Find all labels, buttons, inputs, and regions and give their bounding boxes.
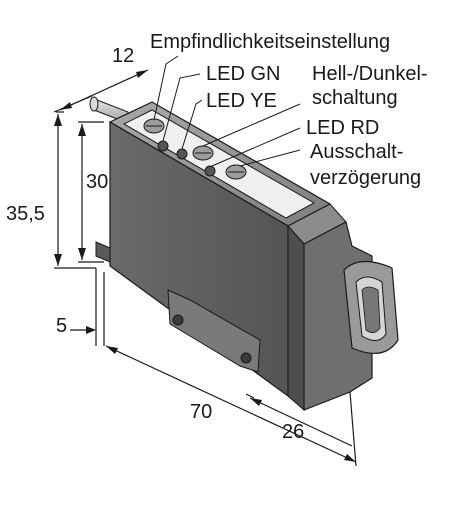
label-light-dark-1: Hell-/Dunkel- — [312, 63, 428, 85]
dim-5: 5 — [56, 315, 67, 337]
dim-12: 12 — [112, 45, 134, 67]
led-yellow — [176, 148, 188, 160]
label-led-rd: LED RD — [306, 117, 379, 139]
callout-labels: Empfindlichkeitseinstellung LED GN LED Y… — [150, 31, 428, 189]
mounting-hole-front — [172, 314, 184, 326]
dim-26: 26 — [282, 421, 304, 443]
dim-70: 70 — [190, 401, 212, 423]
led-green — [157, 140, 169, 152]
label-light-dark-2: schaltung — [312, 87, 398, 109]
label-off-delay-1: Ausschalt- — [310, 141, 403, 163]
control-panel — [122, 109, 316, 219]
dim-35-5: 35,5 — [6, 203, 45, 225]
label-off-delay-2: verzögerung — [310, 167, 421, 189]
mounting-foot — [167, 289, 261, 373]
housing-head-front — [287, 224, 305, 412]
callout-leaders — [153, 55, 301, 167]
label-led-gn: LED GN — [206, 63, 280, 85]
mounting-hole-rear — [240, 352, 252, 364]
label-sensitivity: Empfindlichkeitseinstellung — [150, 31, 390, 53]
dimension-values: 12 30 35,5 5 70 26 — [6, 45, 304, 443]
dim-30: 30 — [86, 171, 108, 193]
label-led-ye: LED YE — [206, 90, 277, 112]
led-red — [204, 165, 216, 177]
dimension-lines — [53, 69, 357, 467]
